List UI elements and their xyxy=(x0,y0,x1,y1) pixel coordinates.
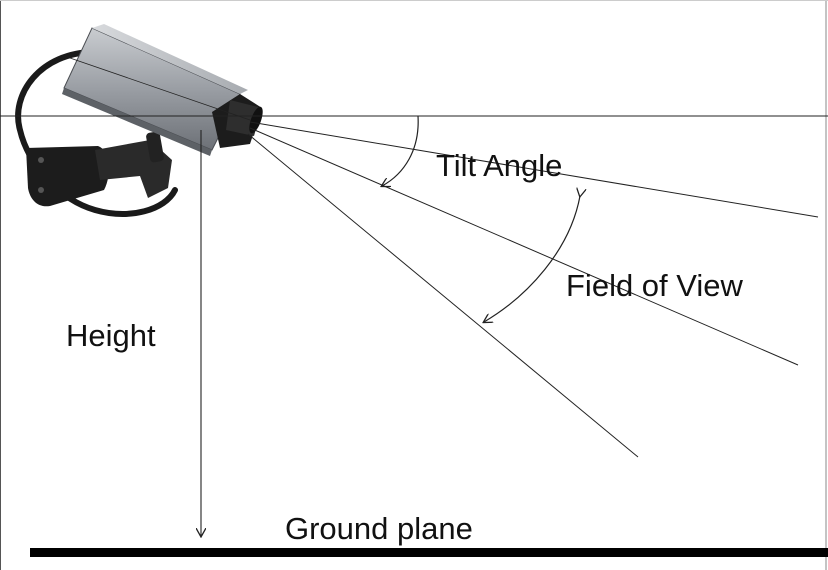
fov-upper-ray xyxy=(249,121,819,218)
tilt-angle-arc xyxy=(382,115,419,186)
fov-lower-ray xyxy=(247,133,639,458)
camera-optical-axis xyxy=(69,57,251,121)
fov-double-arrow xyxy=(484,196,580,322)
ground-plane-line xyxy=(30,548,828,557)
camera-wall-mount xyxy=(26,146,109,207)
security-camera-icon xyxy=(15,24,263,217)
ground-plane-label: Ground plane xyxy=(285,511,473,546)
tilt-angle-label: Tilt Angle xyxy=(436,148,563,183)
height-label: Height xyxy=(66,318,156,353)
field-of-view-label: Field of View xyxy=(566,268,743,303)
